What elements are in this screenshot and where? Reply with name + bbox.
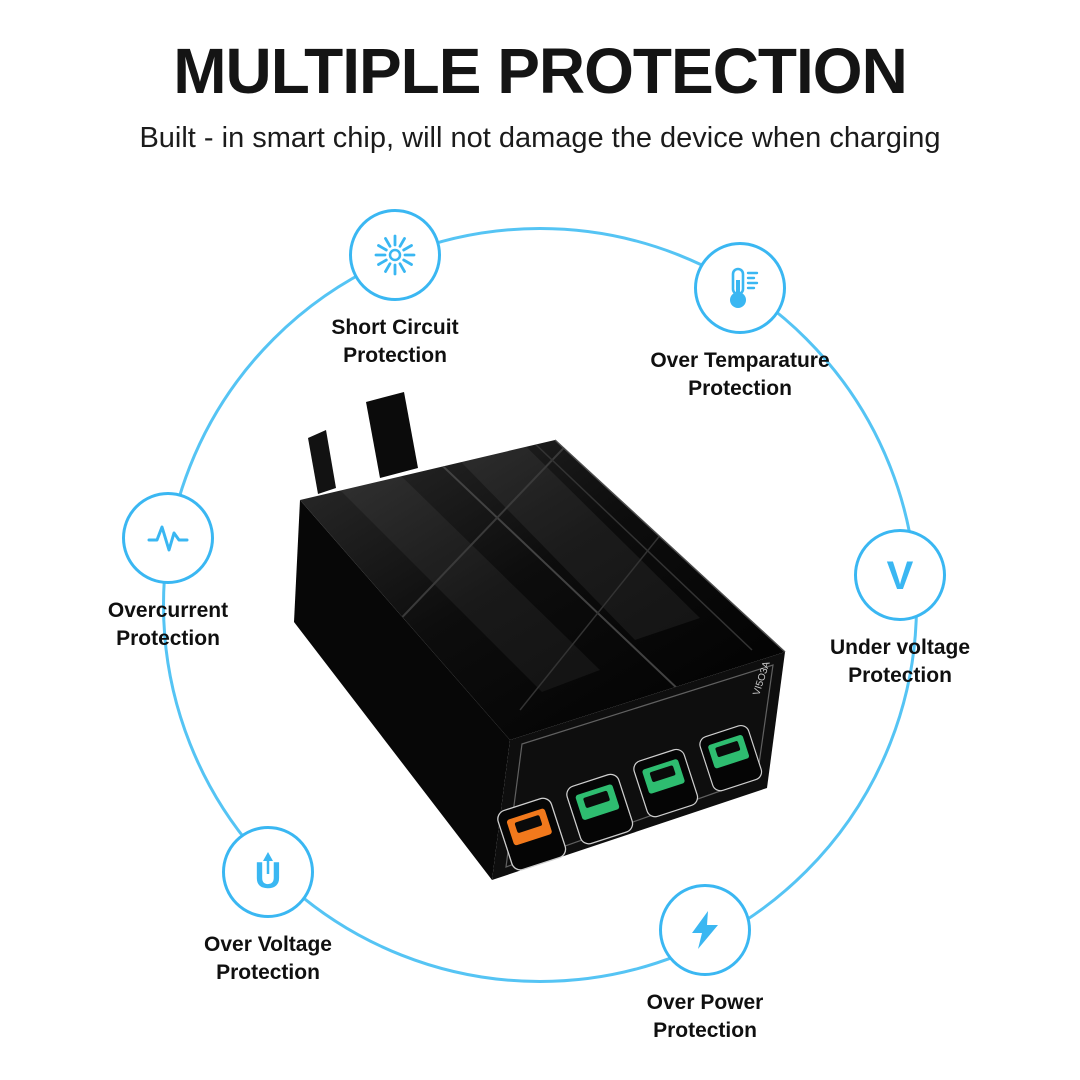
over-voltage-badge: U	[222, 826, 314, 918]
over-temperature-badge	[694, 242, 786, 334]
feature-label-line1: Over Voltage	[204, 933, 332, 956]
thermometer-icon	[730, 267, 759, 308]
feature-under-voltage: V Under voltage Protection	[770, 529, 1030, 689]
overcurrent-badge	[122, 492, 214, 584]
feature-label: Over Power Protection	[647, 989, 764, 1044]
feature-over-power: Over Power Protection	[575, 884, 835, 1044]
usb-port-green-1	[566, 773, 634, 845]
feature-short-circuit: Short Circuit Protection	[265, 209, 525, 369]
feature-label-line1: Overcurrent	[107, 599, 229, 622]
voltage-v-glyph: V	[887, 554, 914, 598]
page-subtitle: Built - in smart chip, will not damage t…	[139, 122, 941, 154]
usb-charger-image: VI5O3A	[294, 392, 786, 880]
feature-over-temperature: Over Temparature Protection	[610, 242, 870, 402]
feature-label-line2: Protection	[653, 1018, 757, 1042]
feature-over-voltage: U Over Voltage Protection	[138, 826, 398, 986]
usb-port-orange	[497, 797, 567, 871]
charger-side-face	[294, 500, 510, 880]
burst-rays	[374, 234, 416, 276]
feature-label-line2: Protection	[688, 376, 792, 400]
feature-label: Over Temparature Protection	[650, 347, 829, 402]
feature-label-line2: Protection	[848, 663, 952, 687]
short-circuit-burst-icon	[374, 234, 416, 276]
charger-top-face	[300, 440, 785, 740]
feature-overcurrent: Overcurrent Protection	[38, 492, 298, 652]
up-arrow-head	[263, 852, 273, 861]
top-edge-highlight	[554, 439, 786, 653]
page-title: MULTIPLE PROTECTION	[173, 35, 908, 107]
feature-label: Over Voltage Protection	[204, 931, 332, 986]
feature-label: Under voltage Protection	[830, 634, 970, 689]
feature-label-line2: Protection	[343, 343, 447, 367]
feature-label: Short Circuit Protection	[331, 314, 458, 369]
usb-port-green-2	[633, 748, 699, 818]
feature-label-line1: Over Power	[646, 991, 764, 1014]
under-voltage-badge: V	[854, 529, 946, 621]
feature-label-line2: Protection	[116, 626, 220, 650]
feature-label: Overcurrent Protection	[108, 597, 228, 652]
feature-label-line2: Protection	[216, 960, 320, 984]
heat-level-ticks	[746, 271, 759, 290]
voltage-v-icon: V	[887, 554, 914, 598]
voltage-u-arrow-icon: U	[255, 852, 281, 896]
feature-label-line1: Short Circuit	[331, 316, 459, 339]
usb-port-green-3	[699, 724, 763, 792]
plug-prongs	[308, 392, 418, 494]
feature-label-line1: Over Temparature	[650, 349, 830, 372]
feature-label-line1: Under voltage	[829, 636, 971, 659]
short-circuit-badge	[349, 209, 441, 301]
current-pulse-icon	[147, 525, 189, 552]
power-bolt-icon	[692, 911, 718, 949]
over-power-badge	[659, 884, 751, 976]
